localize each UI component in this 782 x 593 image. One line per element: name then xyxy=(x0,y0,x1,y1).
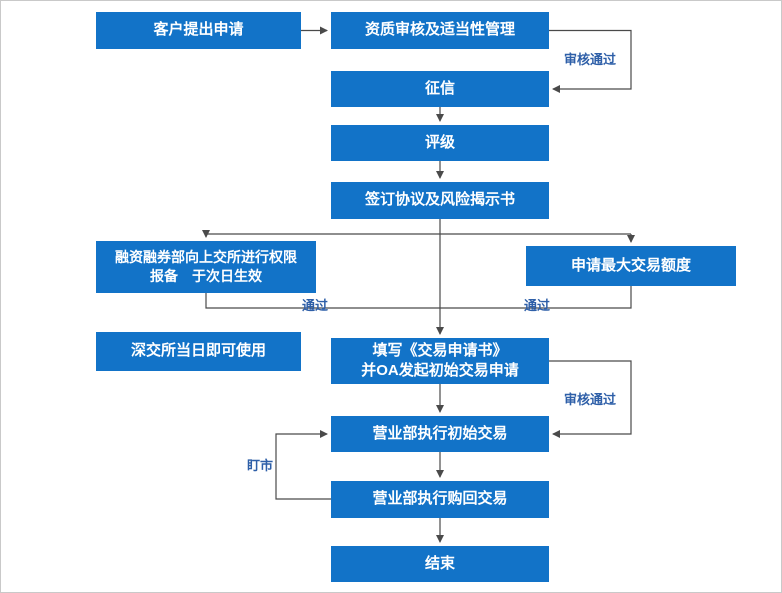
node-szse-same-day: 深交所当日即可使用 xyxy=(96,332,301,371)
node-initial-trade: 营业部执行初始交易 xyxy=(331,416,549,452)
edge-fill-to-initial xyxy=(549,360,632,438)
label-pass-right: 通过 xyxy=(524,298,551,313)
node-margin-dept-report: 融资融券部向上交所进行权限 报备 于次日生效 xyxy=(96,241,316,293)
node-fill-application: 填写《交易申请书》 并OA发起初始交易申请 xyxy=(331,338,549,384)
node-customer-application: 客户提出申请 xyxy=(96,12,301,49)
node-rating: 评级 xyxy=(331,125,549,161)
label-pass-left: 通过 xyxy=(302,298,329,313)
edge-limit-pass xyxy=(440,286,632,309)
node-max-trading-limit: 申请最大交易额度 xyxy=(526,246,736,286)
node-qualification-review: 资质审核及适当性管理 xyxy=(331,12,549,49)
edge-buyback-loop xyxy=(275,430,331,500)
node-buyback-trade: 营业部执行购回交易 xyxy=(331,481,549,518)
node-credit-check: 征信 xyxy=(331,71,549,107)
label-review-passed-mid: 审核通过 xyxy=(564,392,617,407)
node-sign-agreement: 签订协议及风险揭示书 xyxy=(331,182,549,219)
edge-review-to-credit xyxy=(549,29,632,93)
edge-report-pass xyxy=(205,293,440,309)
node-end: 结束 xyxy=(331,546,549,582)
label-mark-to-market: 盯市 xyxy=(247,458,274,473)
label-review-passed-top: 审核通过 xyxy=(564,52,617,67)
